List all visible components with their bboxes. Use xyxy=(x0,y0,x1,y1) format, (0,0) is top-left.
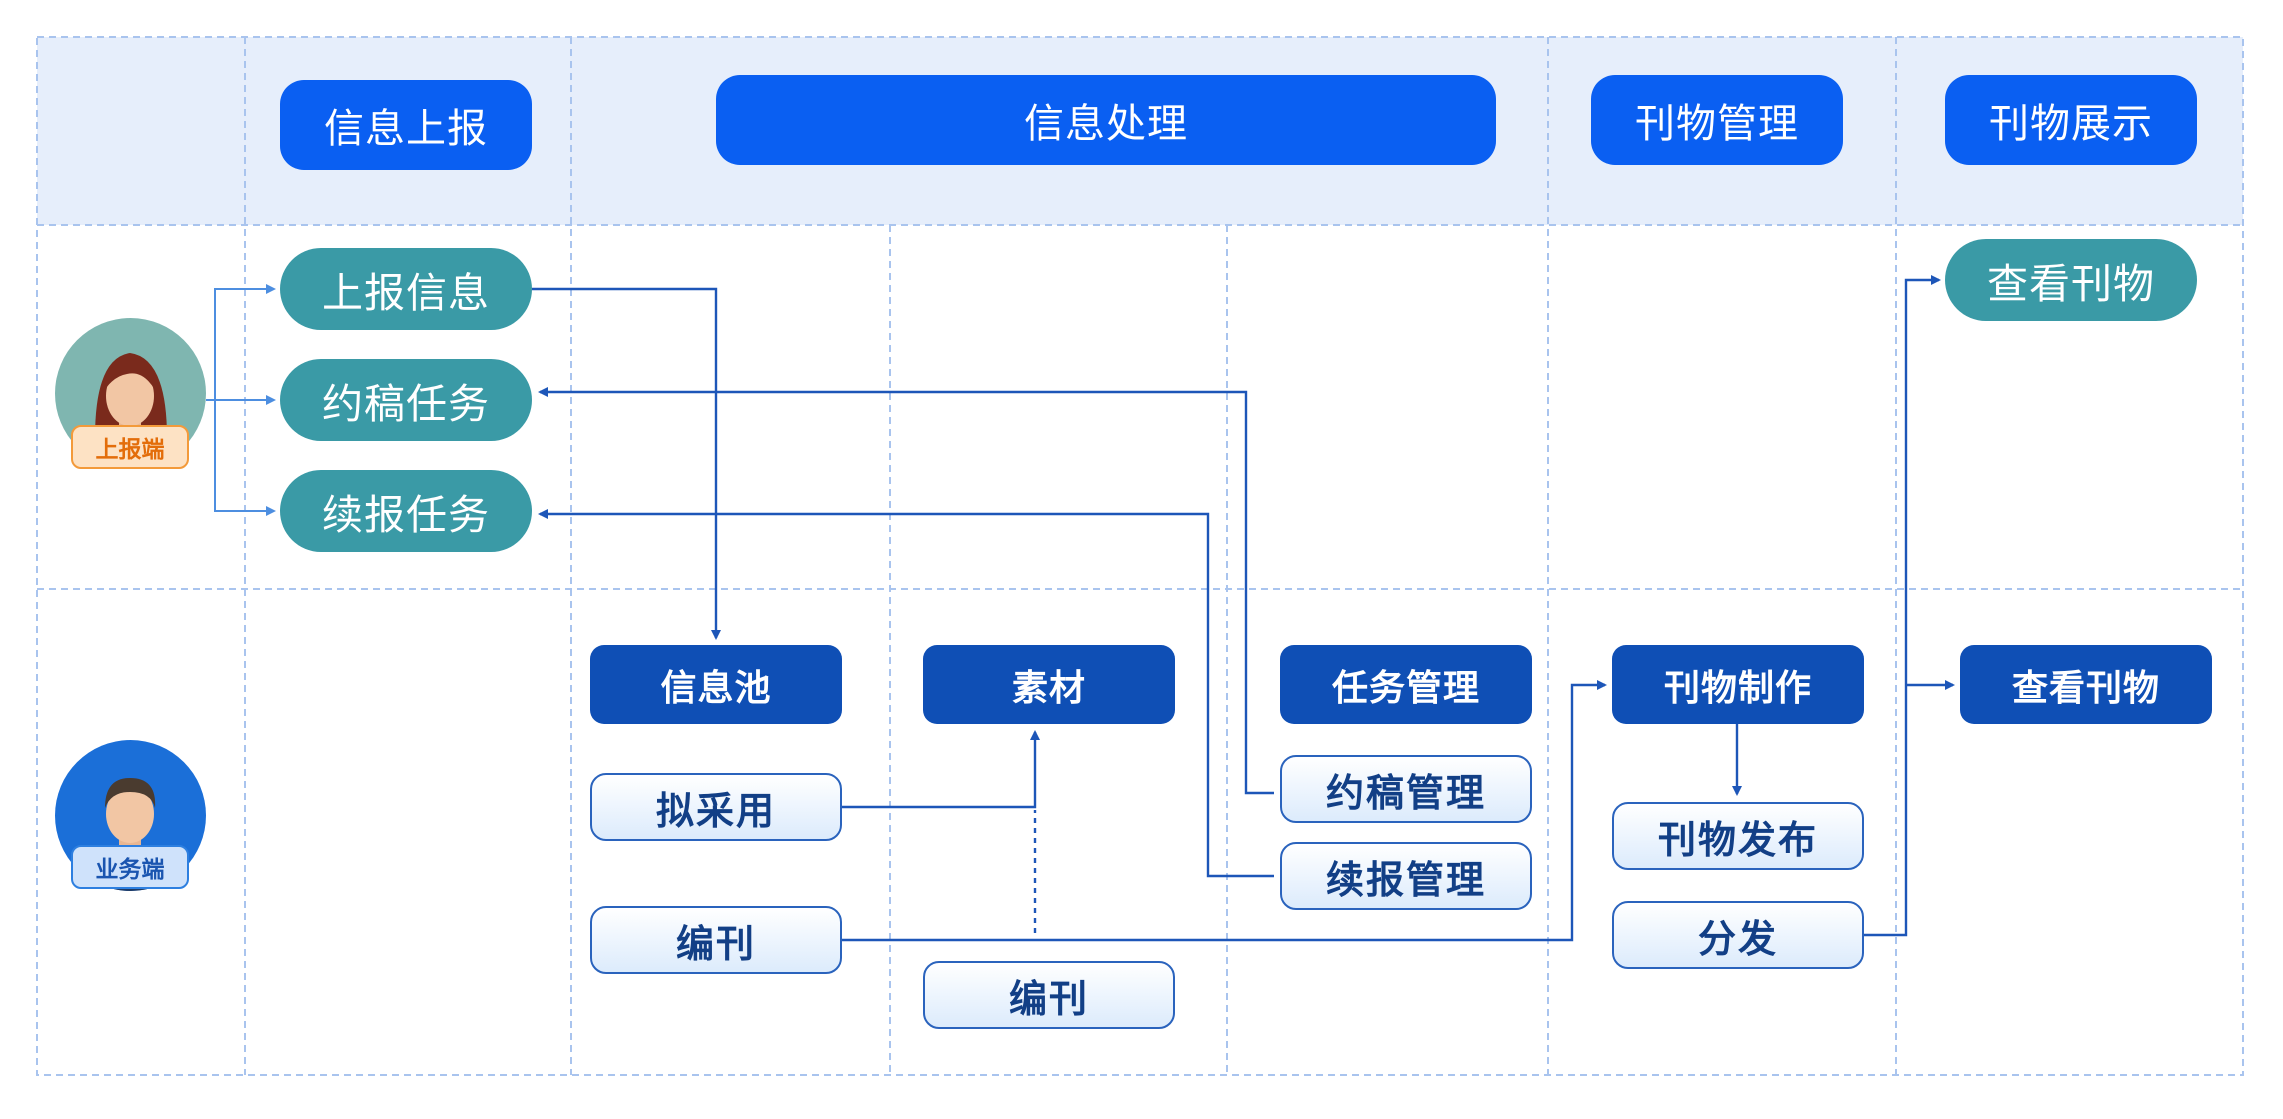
solicit-manage-box: 约稿管理 xyxy=(1280,755,1532,823)
arrow-followup-manage-to-task xyxy=(538,509,1274,878)
pub-make-box: 刊物制作 xyxy=(1612,645,1864,724)
distribute-box: 分发 xyxy=(1612,901,1864,969)
arrow-edit-to-pub-make xyxy=(842,680,1607,942)
view-pub-box-business: 查看刊物 xyxy=(1960,645,2212,724)
edit-box-2: 编刊 xyxy=(923,961,1175,1029)
followup-manage-box: 续报管理 xyxy=(1280,842,1532,910)
material-box: 素材 xyxy=(923,645,1175,724)
followup-task-pill: 续报任务 xyxy=(280,470,532,552)
business-badge: 业务端 xyxy=(71,845,189,889)
reporter-badge: 上报端 xyxy=(71,425,189,469)
arrow-adopt-to-material xyxy=(842,730,1040,809)
header-pub-manage: 刊物管理 xyxy=(1591,75,1843,165)
solicit-task-pill: 约稿任务 xyxy=(280,359,532,441)
arrow-solicit-manage-to-task xyxy=(538,387,1274,795)
arrow-distribute-to-view-reporter xyxy=(1864,275,1941,937)
header-info-process: 信息处理 xyxy=(716,75,1496,165)
arrow-to-report-info xyxy=(206,284,276,401)
header-info-report: 信息上报 xyxy=(280,80,532,170)
arrow-to-followup-task xyxy=(214,400,276,516)
view-pub-pill-reporter: 查看刊物 xyxy=(1945,239,2197,321)
pub-release-box: 刊物发布 xyxy=(1612,802,1864,870)
adopt-box: 拟采用 xyxy=(590,773,842,841)
task-manage-box: 任务管理 xyxy=(1280,645,1532,724)
info-pool-box: 信息池 xyxy=(590,645,842,724)
report-info-pill: 上报信息 xyxy=(280,248,532,330)
edit-box-1: 编刊 xyxy=(590,906,842,974)
header-pub-show: 刊物展示 xyxy=(1945,75,2197,165)
arrow-report-to-pool xyxy=(532,287,721,640)
